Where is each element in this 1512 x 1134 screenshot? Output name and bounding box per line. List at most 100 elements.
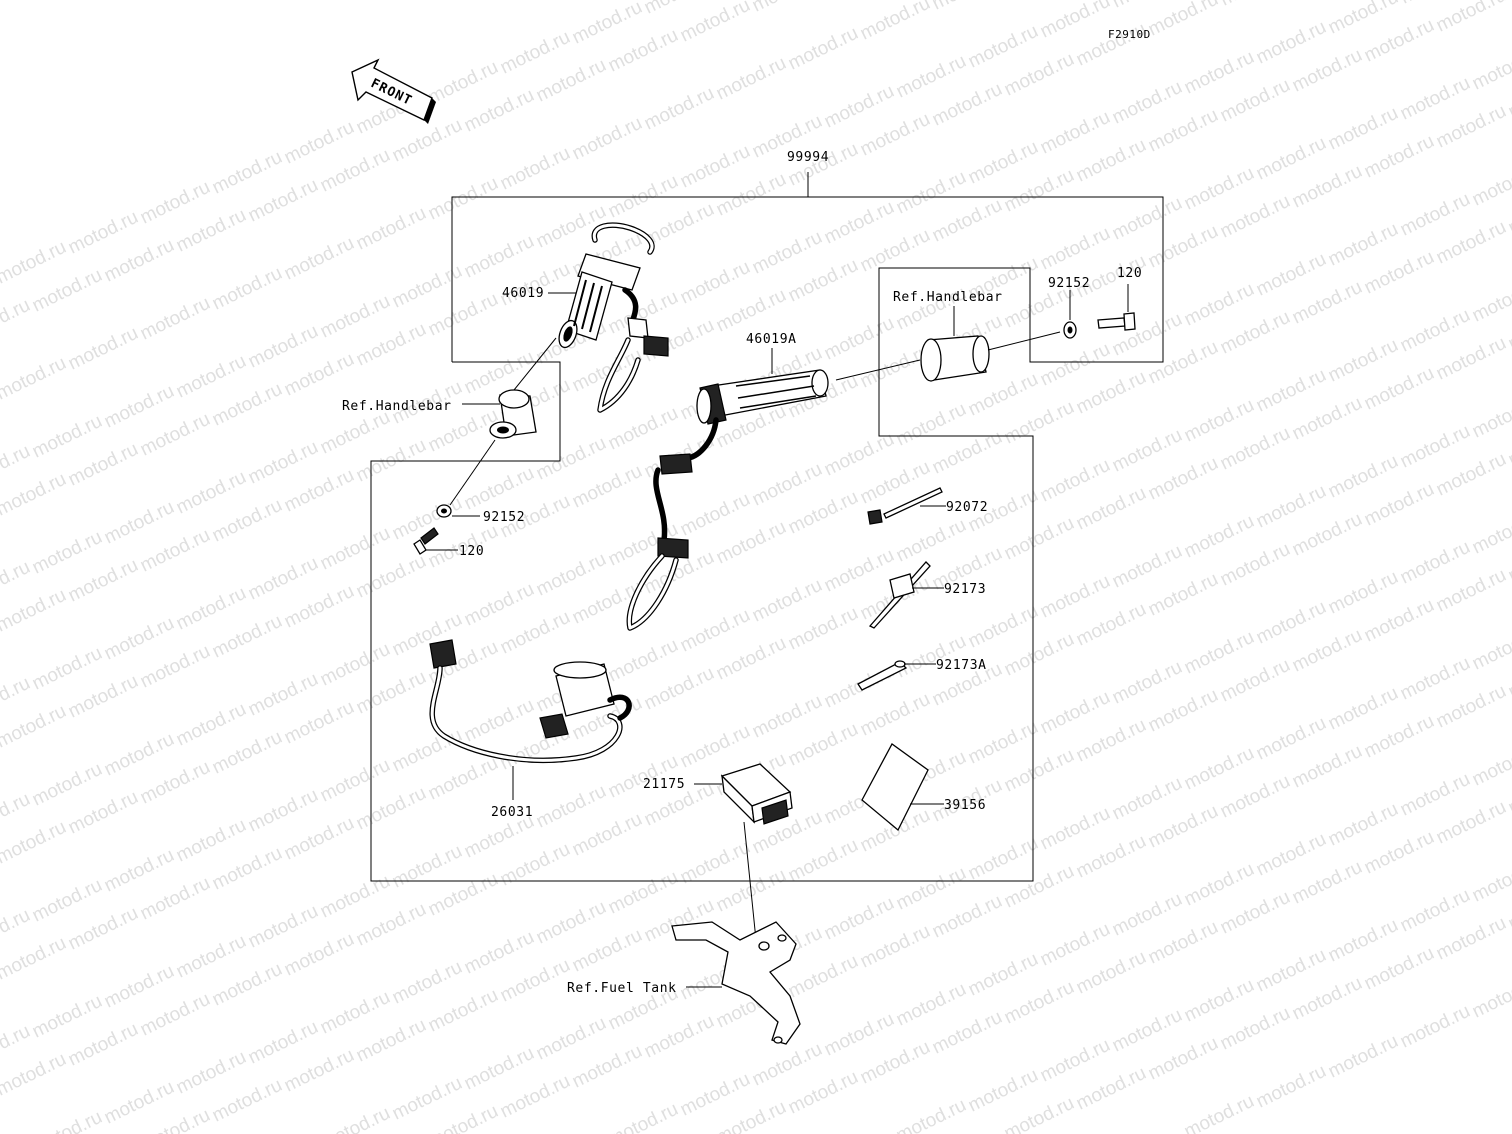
watermark-text: motod.ru [353,899,430,951]
watermark-text: motod.ru [101,1077,178,1129]
watermark-text: motod.ru [821,313,898,365]
watermark-text: motod.ru [425,173,502,225]
watermark-text: motod.ru [245,321,322,373]
watermark-text: motod.ru [29,527,106,579]
watermark-text: motod.ru [281,1045,358,1097]
watermark-text: motod.ru [1037,107,1114,159]
watermark-text: motod.ru [893,863,970,915]
watermark-text: motod.ru [1361,363,1438,415]
watermark-text: motod.ru [461,1043,538,1095]
watermark-text: motod.ru [1181,859,1258,911]
watermark-text: motod.ru [857,1037,934,1089]
watermark-text: motod.ru [65,903,142,955]
watermark-text: motod.ru [1361,943,1438,995]
kit-boundary [370,172,1164,882]
watermark-text: motod.ru [209,147,286,199]
watermark-text: motod.ru [1217,1003,1294,1055]
watermark-text: motod.ru [1361,131,1438,183]
grip-right-label: 46019A [746,332,797,347]
watermark-text: motod.ru [137,177,214,229]
manual-39156 [861,743,929,832]
watermark-text: motod.ru [749,1039,826,1091]
watermark-text: motod.ru [137,293,214,345]
watermark-text: motod.ru [245,901,322,953]
watermark-text: motod.ru [785,487,862,539]
watermark-text: motod.ru [1145,569,1222,621]
watermark-text: motod.ru [677,721,754,773]
watermark-text: motod.ru [821,1009,898,1061]
watermark-text: motod.ru [1397,421,1474,473]
watermark-text: motod.ru [101,235,178,287]
watermark-text: motod.ru [1361,827,1438,879]
watermark-text: motod.ru [1433,217,1510,269]
watermark-text: motod.ru [1073,947,1150,999]
watermark-text: motod.ru [749,459,826,511]
watermark-text: motod.ru [1469,623,1512,675]
watermark-text: motod.ru [1469,391,1512,443]
manual-label: 39156 [944,798,986,813]
watermark-text: motod.ru [353,203,430,255]
watermark-text: motod.ru [1433,913,1510,965]
watermark-text: motod.ru [1217,307,1294,359]
watermark-text: motod.ru [1361,711,1438,763]
watermark-text: motod.ru [1325,103,1402,155]
watermark-text: motod.ru [1217,75,1294,127]
watermark-text: motod.ru [173,205,250,257]
watermark-text: motod.ru [605,1099,682,1134]
watermark-text: motod.ru [749,575,826,627]
watermark-text: motod.ru [893,51,970,103]
watermark-text: motod.ru [497,27,574,79]
watermark-text: motod.ru [137,641,214,693]
watermark-text: motod.ru [533,897,610,949]
watermark-text: motod.ru [0,353,70,405]
watermark-text: motod.ru [173,1047,250,1099]
watermark-text: motod.ru [1325,683,1402,735]
watermark-text: motod.ru [1001,861,1078,913]
watermark-text: motod.ru [533,549,610,601]
watermark-text: motod.ru [1469,739,1512,791]
watermark-text: motod.ru [1325,567,1402,619]
watermark-text: motod.ru [1109,657,1186,709]
right-washer [1063,321,1077,339]
watermark-text: motod.ru [1253,713,1330,765]
watermark-text: motod.ru [317,755,394,807]
watermark-text: motod.ru [857,689,934,741]
watermark-text: motod.ru [749,691,826,743]
watermark-text: motod.ru [0,933,70,985]
watermark-text: motod.ru [1217,655,1294,707]
watermark-text: motod.ru [29,875,106,927]
watermark-text: motod.ru [425,869,502,921]
watermark-text: motod.ru [281,117,358,169]
watermark-text: motod.ru [677,489,754,541]
clamp-label: 92072 [946,500,988,515]
watermark-text: motod.ru [101,845,178,897]
watermark-text: motod.ru [1289,393,1366,445]
watermark-text: motod.ru [1433,101,1510,153]
watermark-text: motod.ru [281,813,358,865]
watermark-text: motod.ru [137,757,214,809]
watermark-text: motod.ru [1037,687,1114,739]
watermark-text: motod.ru [29,759,106,811]
watermark-text: motod.ru [1289,509,1366,561]
watermark-text: motod.ru [1073,19,1150,71]
watermark-text: motod.ru [1289,45,1366,97]
watermark-text: motod.ru [965,21,1042,73]
washer-left-label: 92152 [483,510,525,525]
watermark-text: motod.ru [1253,133,1330,185]
watermark-text: motod.ru [785,719,862,771]
watermark-text: motod.ru [173,467,250,519]
fuel-tank-bracket [671,921,801,1045]
watermark-text: motod.ru [1217,771,1294,823]
watermark-text: motod.ru [1289,741,1366,793]
watermark-text: motod.ru [1469,507,1512,559]
watermark-text: motod.ru [1073,483,1150,535]
watermark-text: motod.ru [1073,367,1150,419]
watermark-text: motod.ru [29,1107,106,1134]
figure-code: F2910D [1108,28,1151,41]
watermark-text: motod.ru [1253,829,1330,881]
watermark-text: motod.ru [317,291,394,343]
watermark-text: motod.ru [1469,855,1512,907]
watermark-text: motod.ru [0,701,70,753]
watermark-text: motod.ru [65,323,142,375]
watermark-text: motod.ru [65,787,142,839]
